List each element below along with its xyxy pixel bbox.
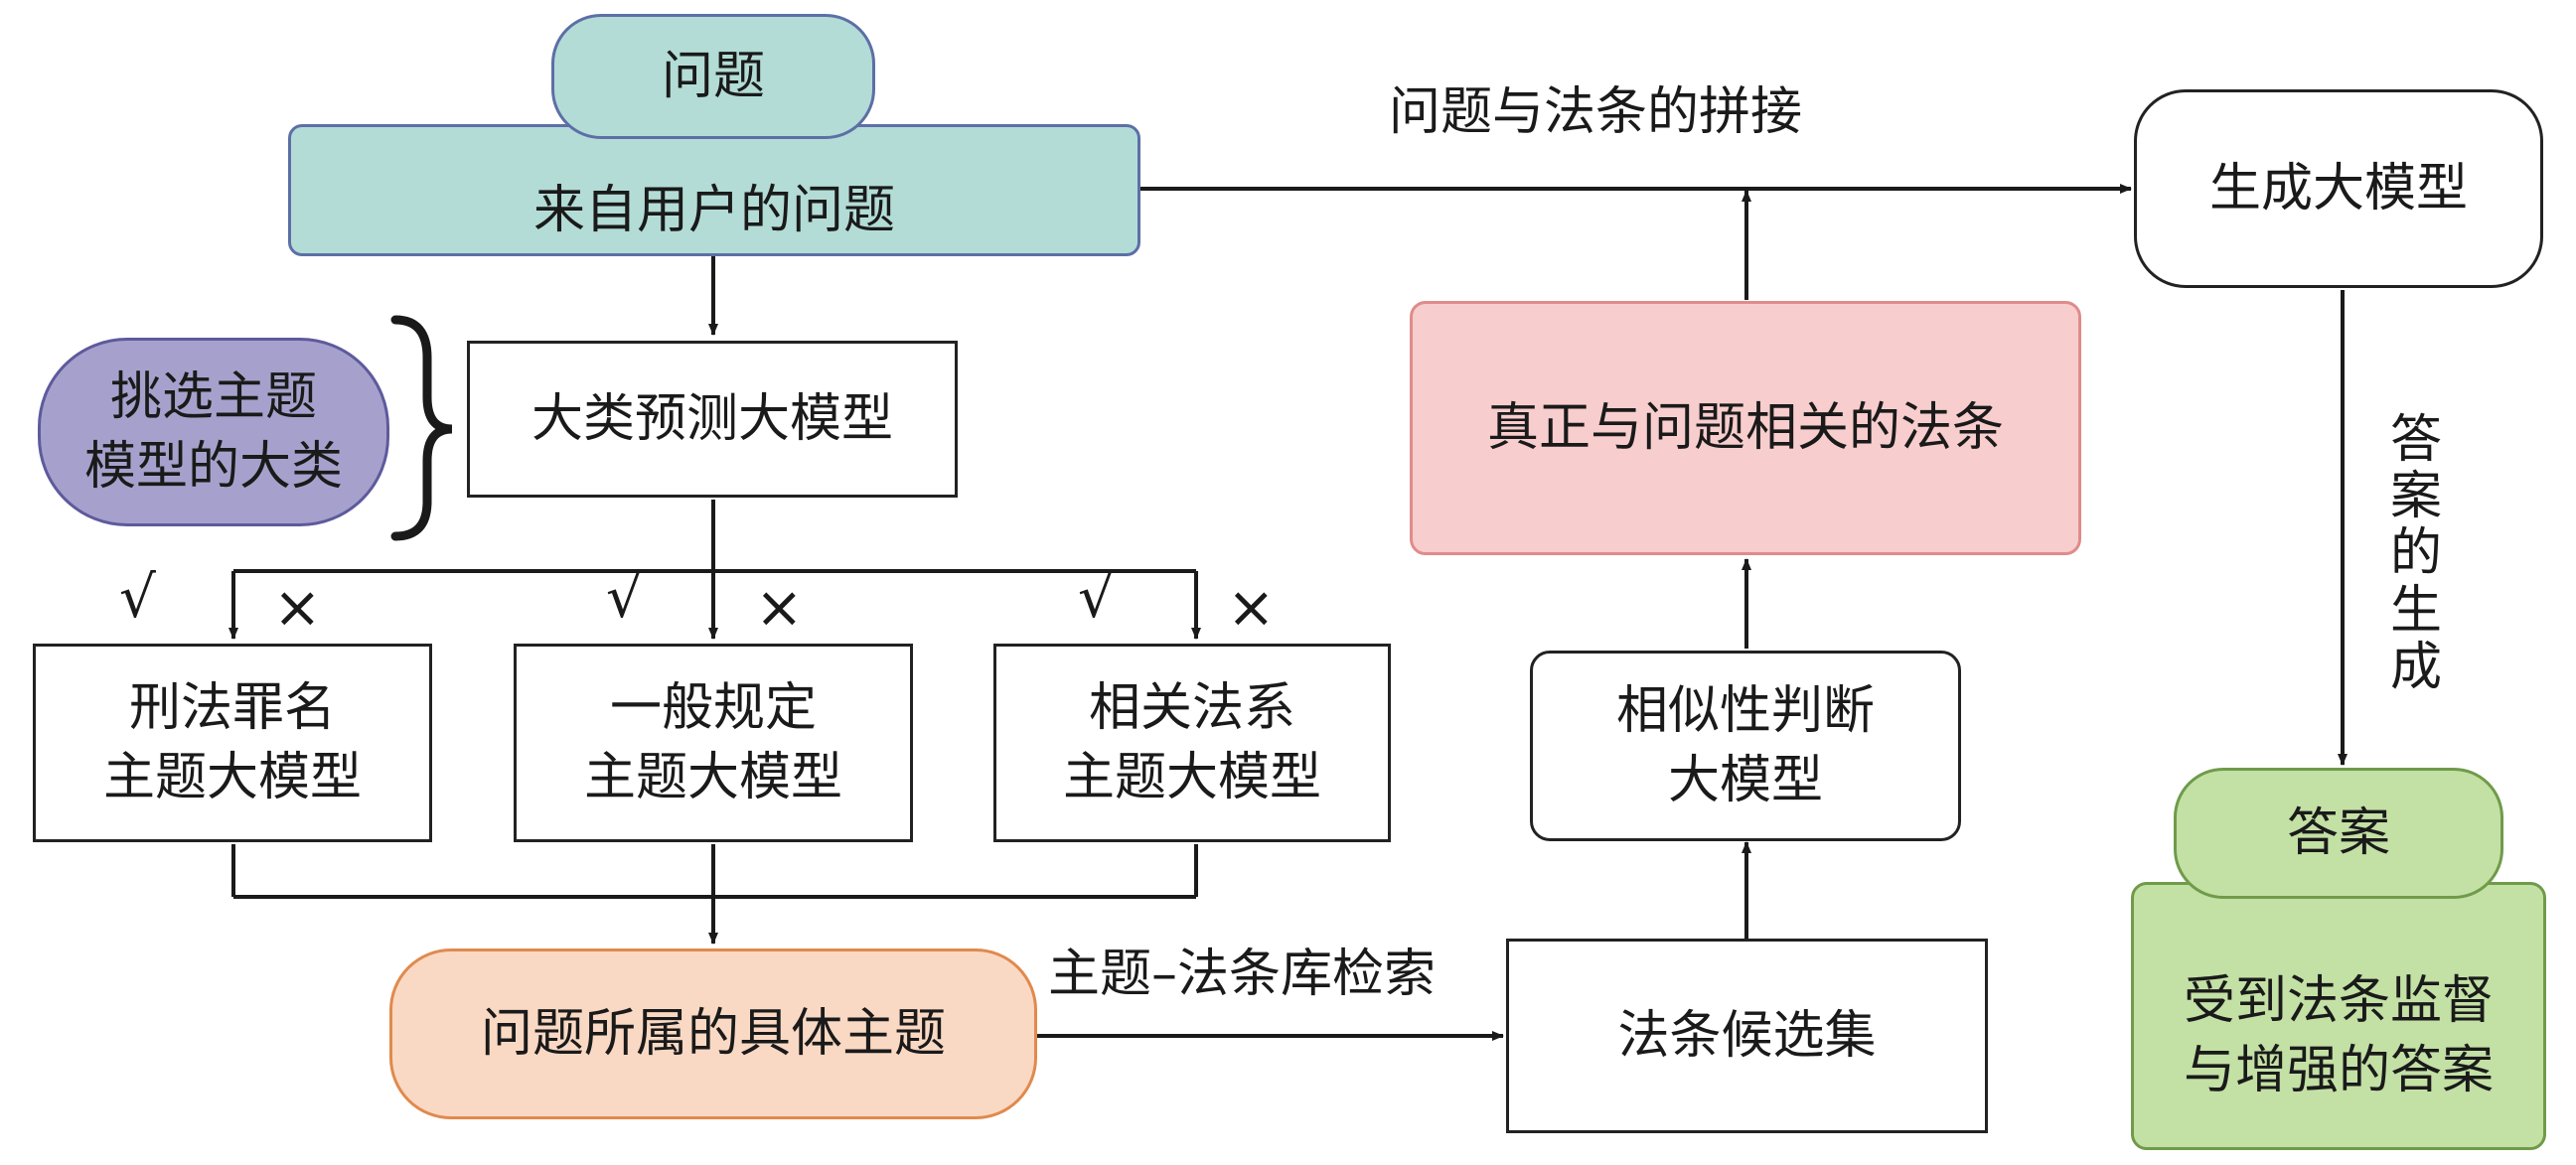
select-theme-line1: 挑选主题 [109, 366, 317, 427]
user-question-node: 来自用户的问题 [288, 124, 1140, 256]
general-line2: 主题大模型 [583, 748, 842, 807]
generation-model-node: 生成大模型 [2134, 89, 2543, 288]
retrieval-label: 主题–法条库检索 [1048, 945, 1437, 1004]
answer-generation-char-5: 成 [2389, 637, 2442, 697]
question-tab-label: 问题 [661, 46, 765, 106]
category-model-node: 大类预测大模型 [467, 341, 958, 498]
answer-result-line1: 受到法条监督 [2183, 970, 2494, 1031]
general-line1: 一般规定 [609, 677, 817, 738]
cross-mark-general: × [755, 573, 804, 641]
answer-generation-char-3: 的 [2389, 523, 2442, 584]
relevant-articles-label: 真正与问题相关的法条 [1486, 397, 2004, 458]
related-theme-model-node: 相关法系 主题大模型 [993, 644, 1391, 842]
similarity-line1: 相似性判断 [1615, 680, 1875, 741]
candidate-set-node: 法条候选集 [1506, 939, 1988, 1133]
answer-generation-char-2: 案 [2389, 467, 2442, 527]
answer-generation-label: 答 案 的 生 成 [2386, 410, 2446, 697]
select-theme-line2: 模型的大类 [83, 437, 343, 497]
check-mark-related: √ [1078, 563, 1115, 631]
related-line1: 相关法系 [1088, 677, 1295, 738]
generation-model-label: 生成大模型 [2208, 158, 2468, 218]
question-tab: 问题 [551, 14, 875, 139]
relevant-articles-node: 真正与问题相关的法条 [1410, 301, 2081, 555]
answer-generation-char-4: 生 [2389, 580, 2442, 641]
specific-theme-label: 问题所属的具体主题 [480, 1003, 946, 1064]
answer-tab: 答案 [2174, 768, 2503, 899]
answer-result-node: 受到法条监督 与增强的答案 [2131, 882, 2546, 1150]
candidate-set-label: 法条候选集 [1617, 1005, 1877, 1066]
answer-result-line2: 与增强的答案 [2183, 1041, 2494, 1100]
category-model-label: 大类预测大模型 [530, 388, 893, 449]
check-mark-criminal: √ [119, 563, 156, 631]
specific-theme-node: 问题所属的具体主题 [389, 948, 1037, 1119]
concat-label: 问题与法条的拼接 [1389, 82, 1803, 142]
cross-mark-criminal: × [273, 573, 322, 641]
cross-mark-related: × [1227, 573, 1276, 641]
criminal-line2: 主题大模型 [102, 748, 362, 807]
answer-tab-label: 答案 [2286, 802, 2390, 863]
criminal-line1: 刑法罪名 [128, 677, 336, 738]
select-theme-node: 挑选主题 模型的大类 [38, 338, 389, 526]
similarity-model-node: 相似性判断 大模型 [1530, 651, 1961, 841]
user-question-label: 来自用户的问题 [532, 181, 895, 241]
similarity-line2: 大模型 [1667, 751, 1823, 810]
criminal-theme-model-node: 刑法罪名 主题大模型 [33, 644, 432, 842]
related-line2: 主题大模型 [1062, 748, 1321, 807]
check-mark-general: √ [606, 563, 643, 631]
answer-generation-char-1: 答 [2389, 410, 2442, 470]
curly-brace [390, 315, 453, 541]
general-theme-model-node: 一般规定 主题大模型 [514, 644, 913, 842]
